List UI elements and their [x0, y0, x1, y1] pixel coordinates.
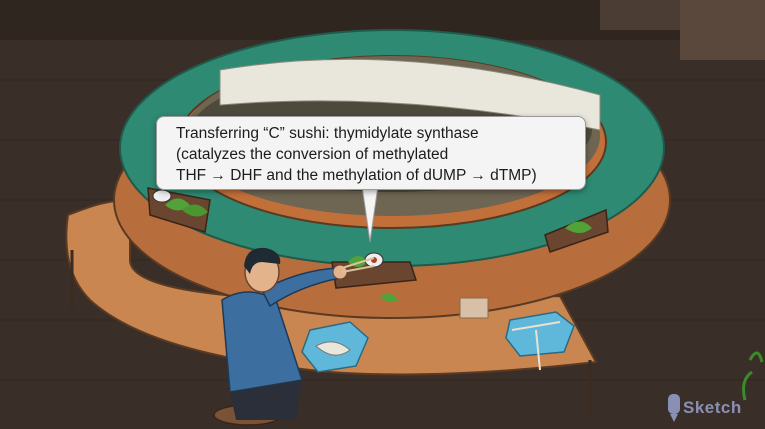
sushi-boat-center: [331, 252, 418, 289]
pen-icon: [668, 394, 680, 422]
plate-right: [505, 311, 575, 357]
sushi-boat-right: [544, 208, 609, 253]
caption-callout: [156, 116, 586, 190]
counter-top: [65, 200, 598, 376]
caption-line-2: (catalyzes the conversion of methylated: [176, 146, 449, 163]
caption-line-1: Transferring “C” sushi: thymidylate synt…: [176, 125, 479, 142]
callout-pointer: [361, 186, 379, 243]
plant-decoration: [742, 351, 764, 401]
caption-line-3: THF → DHF and the methylation of dUMP → …: [176, 167, 537, 184]
customer-figure: [221, 247, 375, 420]
sushi-boat-left: [147, 187, 211, 233]
caption-text: Transferring “C” sushi: thymidylate synt…: [176, 123, 576, 186]
brand-logo: Sketch: [683, 398, 742, 417]
